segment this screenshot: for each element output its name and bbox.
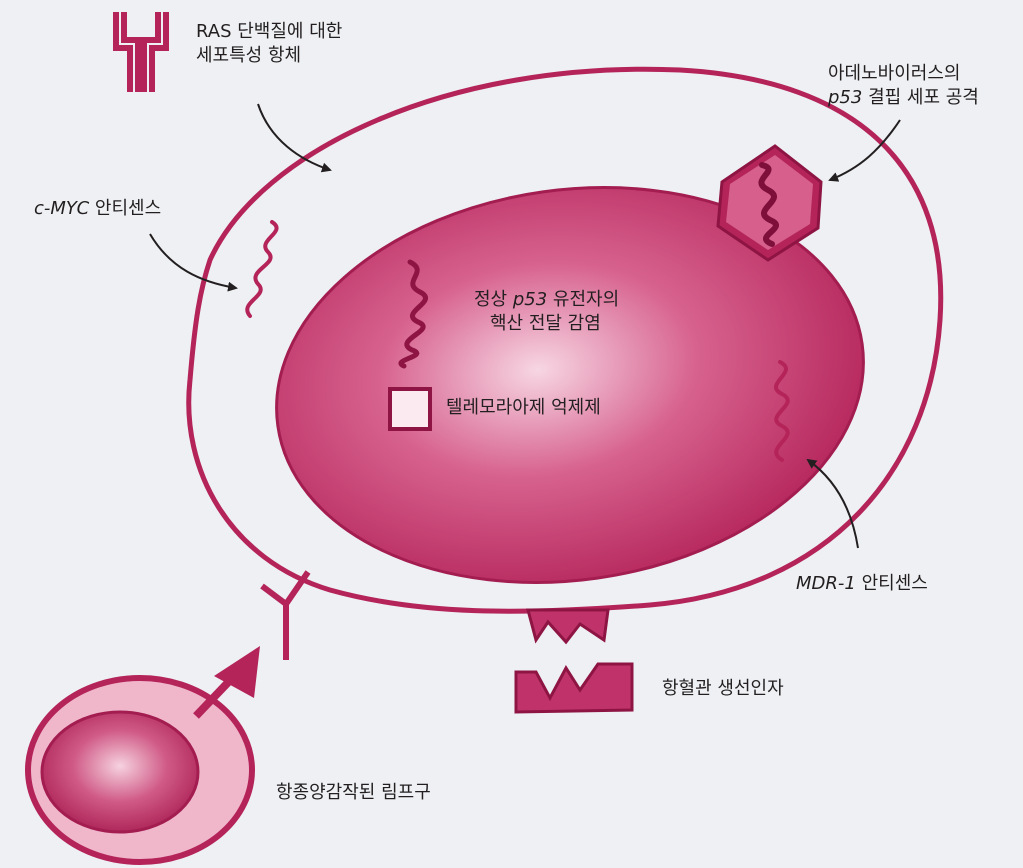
telomerase-square-icon — [390, 389, 430, 429]
lymphocyte-arrow-icon — [196, 646, 260, 716]
cmyc-curved-arrow-icon — [150, 234, 236, 288]
adeno-label-line1: 아데노바이러스의 — [828, 62, 979, 86]
mdr-gene: MDR-1 — [796, 573, 856, 594]
p53-gene: p53 — [513, 289, 547, 310]
cmyc-antisense-label: c-MYC 안티센스 — [34, 197, 161, 221]
receptor-icon — [262, 572, 308, 660]
mdr-label-rest: 안티센스 — [856, 573, 928, 594]
adeno-p53-gene: p53 — [828, 87, 862, 108]
p53-suffix: 유전자의 — [547, 289, 619, 310]
adeno-label-line2: p53 결핍 세포 공격 — [828, 86, 979, 110]
angio-block-upper-icon — [528, 610, 608, 642]
mdr-antisense-label: MDR-1 안티센스 — [796, 572, 928, 596]
cmyc-gene: c-MYC — [34, 198, 89, 219]
angiogenesis-label: 항혈관 생선인자 — [662, 677, 784, 701]
ras-label-line2: 세포특성 항체 — [196, 44, 342, 68]
cmyc-wavy-rna-icon — [247, 222, 276, 316]
lymphocyte-nucleus — [42, 712, 198, 832]
adenovirus-label: 아데노바이러스의 p53 결핍 세포 공격 — [828, 62, 979, 110]
ras-curved-arrow-icon — [258, 104, 330, 170]
p53-label-line2: 핵산 전달 감염 — [474, 312, 619, 336]
ras-label-line1: RAS 단백질에 대한 — [196, 20, 342, 44]
p53-transfer-label: 정상 p53 유전자의 핵산 전달 감염 — [474, 288, 619, 336]
antibody-icon — [116, 12, 166, 92]
p53-prefix: 정상 — [474, 289, 513, 310]
lymphocyte-label: 항종양감작된 림프구 — [276, 781, 431, 805]
cmyc-label-rest: 안티센스 — [89, 198, 161, 219]
telomerase-label: 텔레모라아제 억제제 — [446, 396, 601, 420]
ras-antibody-label: RAS 단백질에 대한 세포특성 항체 — [196, 20, 342, 68]
angio-block-lower-icon — [516, 664, 632, 712]
adeno-label-line2-rest: 결핍 세포 공격 — [862, 87, 979, 108]
p53-label-line1: 정상 p53 유전자의 — [474, 288, 619, 312]
